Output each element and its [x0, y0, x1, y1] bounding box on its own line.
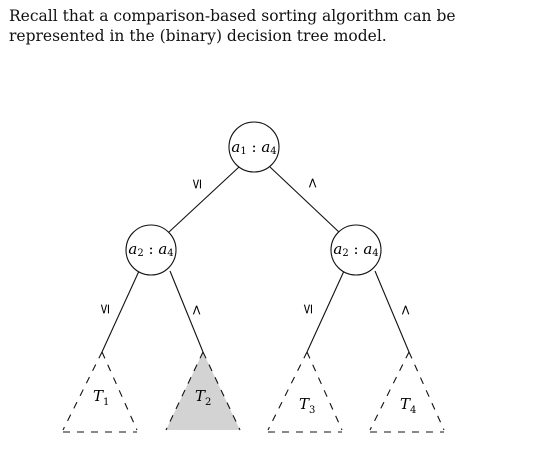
- node-left-label: a2 : a4: [128, 240, 173, 259]
- subtree-label-t1: T1: [93, 387, 109, 408]
- edge-left-t2: [169, 270, 204, 353]
- subtree-t1: [62, 351, 138, 433]
- subtree-t2-shading: [166, 352, 240, 430]
- subtree-label-t3: T3: [299, 395, 315, 416]
- node-root-label: a1 : a4: [231, 138, 276, 157]
- subtree-label-t4: T4: [400, 395, 416, 416]
- edge-root-left: [168, 166, 240, 233]
- subtree-t3: [267, 351, 343, 433]
- edge-right-t3: [306, 270, 345, 353]
- edge-root-right: [269, 166, 341, 234]
- subtree-label-t2: T2: [195, 387, 211, 408]
- edge-label-left-gt: >: [189, 304, 205, 316]
- edge-left-t1: [101, 270, 140, 353]
- subtree-t4: [369, 351, 445, 433]
- edge-label-right-le: ≤: [300, 303, 316, 315]
- edge-label-root-right: >: [305, 177, 321, 189]
- edge-label-left-le: ≤: [97, 303, 113, 315]
- edge-right-t4: [374, 270, 410, 353]
- node-right-label: a2 : a4: [333, 240, 378, 259]
- edge-label-right-gt: >: [398, 304, 414, 316]
- intro-paragraph: Recall that a comparison-based sorting a…: [9, 7, 456, 45]
- node-root: a1 : a4: [228, 121, 280, 173]
- node-left: a2 : a4: [125, 224, 177, 276]
- node-right: a2 : a4: [330, 224, 382, 276]
- edge-label-root-left: ≤: [189, 178, 205, 190]
- subtree-t2: [165, 351, 241, 431]
